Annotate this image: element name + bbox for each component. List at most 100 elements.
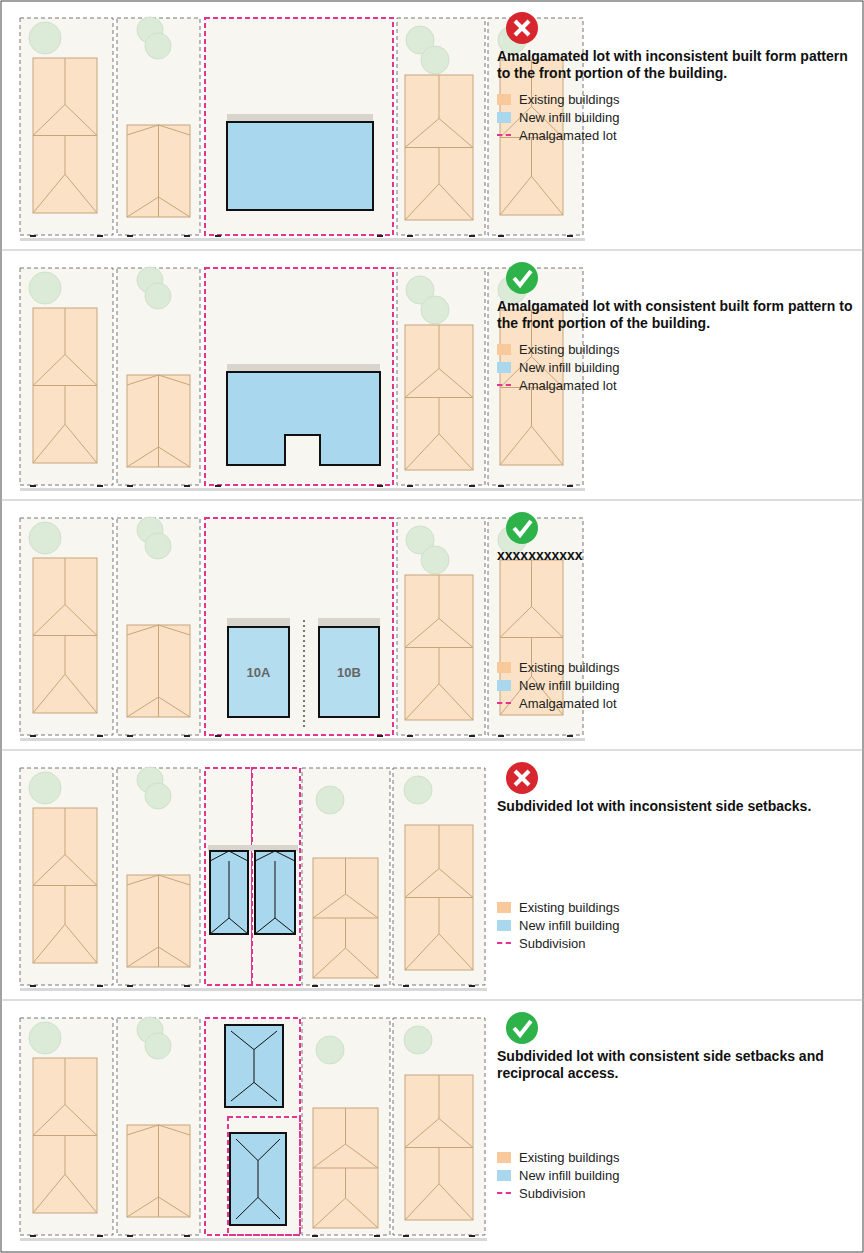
front-mark xyxy=(312,1235,318,1237)
roof-line xyxy=(65,636,66,675)
front-mark xyxy=(407,235,413,237)
panel-divider xyxy=(1,500,863,501)
house xyxy=(405,75,473,220)
roof-line xyxy=(127,1197,190,1217)
legend-text: Existing buildings xyxy=(519,342,619,357)
front-mark xyxy=(184,235,190,237)
front-mark xyxy=(184,985,190,987)
house xyxy=(313,858,378,978)
pink-lot-boundary xyxy=(205,518,393,735)
roof-line xyxy=(65,558,66,605)
roof-line xyxy=(33,174,97,213)
roof-line xyxy=(405,869,473,898)
roof-line xyxy=(127,447,190,467)
legend-swatch xyxy=(497,920,511,931)
lot-boundary xyxy=(302,768,390,985)
cross-mark xyxy=(515,21,529,35)
lot-boundary xyxy=(117,1018,200,1235)
roof-line xyxy=(158,625,159,717)
front-mark xyxy=(184,1235,190,1237)
roof-line xyxy=(439,898,440,934)
roof-line xyxy=(439,1148,440,1184)
front-mark xyxy=(30,485,36,487)
infill-building xyxy=(227,122,373,210)
legend-line xyxy=(497,134,511,136)
front-mark xyxy=(184,735,190,737)
pink-lot-boundary xyxy=(252,768,300,985)
roof-line xyxy=(405,1184,473,1220)
front-mark xyxy=(127,1235,133,1237)
legend-row: Subdivision xyxy=(497,936,586,952)
roof-line xyxy=(439,825,440,869)
tree xyxy=(145,1033,171,1059)
roof-line xyxy=(313,948,378,978)
front-mark xyxy=(312,985,318,987)
roof-line xyxy=(255,918,295,934)
roof-line xyxy=(258,1161,259,1198)
roof-line xyxy=(231,1082,277,1101)
front-mark xyxy=(215,735,221,737)
legend-text: Existing buildings xyxy=(519,900,619,915)
front-mark xyxy=(469,735,475,737)
house xyxy=(313,1108,378,1228)
roof-line xyxy=(313,1144,378,1168)
roof-line xyxy=(531,138,532,177)
front-mark xyxy=(407,735,413,737)
legend-text: Amalgamated lot xyxy=(519,378,617,393)
legend-swatch xyxy=(497,362,511,373)
legend-row: Existing buildings xyxy=(497,660,619,676)
roof-line xyxy=(33,1174,97,1213)
legend-row: Amalgamated lot xyxy=(497,696,617,712)
roof-line xyxy=(210,918,248,934)
roof-line xyxy=(236,1139,280,1161)
roof-line xyxy=(439,1075,440,1119)
infill-lot-box: 10A xyxy=(227,626,290,718)
lot-boundary xyxy=(117,518,200,735)
cross-mark xyxy=(515,21,529,35)
roof-line xyxy=(439,648,440,684)
roof-line xyxy=(439,398,440,434)
roof-line xyxy=(33,605,97,636)
roof-line xyxy=(405,1119,473,1148)
roof-line xyxy=(229,861,230,918)
legend-row: New infill building xyxy=(497,1168,619,1184)
roof-line xyxy=(65,58,66,105)
legend-text: Subdivision xyxy=(519,936,586,951)
roof-line xyxy=(158,125,159,217)
roof-line xyxy=(158,375,159,467)
tree xyxy=(404,1026,432,1054)
check-mark xyxy=(514,521,531,535)
legend-swatch xyxy=(497,112,511,123)
roof-line xyxy=(405,619,473,648)
roof-line xyxy=(500,176,563,215)
roof-line xyxy=(313,1198,378,1228)
party-line xyxy=(303,620,305,730)
legend-row: Amalgamated lot xyxy=(497,128,617,144)
roof-line xyxy=(345,858,346,894)
lot-boundary xyxy=(397,518,485,735)
lot-number: 10A xyxy=(247,665,271,680)
house xyxy=(33,1058,97,1213)
house xyxy=(33,558,97,713)
roof-line xyxy=(405,184,473,220)
legend-row: New infill building xyxy=(497,110,619,126)
roof-line xyxy=(345,1168,346,1198)
legend-line xyxy=(497,384,511,386)
roof-line xyxy=(127,947,190,967)
legend-text: New infill building xyxy=(519,1168,619,1183)
lot-boundary xyxy=(117,768,200,985)
tree xyxy=(145,283,171,309)
front-mark xyxy=(377,485,383,487)
roof-line xyxy=(405,369,473,398)
legend-text: Amalgamated lot xyxy=(519,696,617,711)
eave xyxy=(227,114,373,122)
tree xyxy=(29,1022,61,1054)
house xyxy=(127,875,190,967)
front-mark xyxy=(127,235,133,237)
front-mark xyxy=(498,485,504,487)
legend-row: Existing buildings xyxy=(497,342,619,358)
legend-row: New infill building xyxy=(497,678,619,694)
roof-line xyxy=(65,1058,66,1105)
